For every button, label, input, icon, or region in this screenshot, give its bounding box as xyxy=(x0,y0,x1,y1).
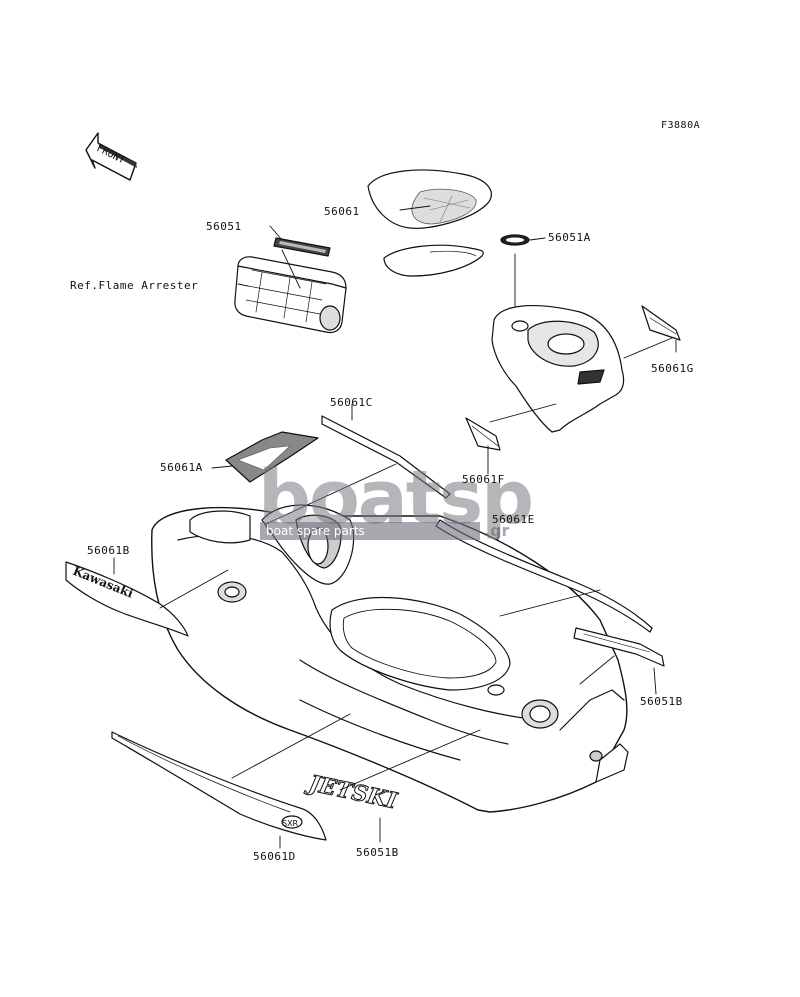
badge-56051A-part xyxy=(500,234,530,246)
diagram-reference-code: F3880A xyxy=(661,120,701,131)
watermark-sub-text: boat spare parts xyxy=(260,522,480,540)
part-label-56061C: 56061C xyxy=(330,396,373,409)
part-label-56051B-bottom: 56051B xyxy=(356,846,399,859)
hood-cover-part xyxy=(491,305,625,433)
front-arrow-icon: FRONT xyxy=(85,132,137,181)
leader-lines xyxy=(113,205,677,849)
seat-cover-part xyxy=(367,169,492,229)
part-label-56061G: 56061G xyxy=(651,362,694,375)
decal-56061A-part xyxy=(225,431,319,483)
part-label-56061B: 56061B xyxy=(87,544,130,557)
watermark-suffix-text: .gr xyxy=(484,521,510,540)
decal-56061D-part: SXR xyxy=(111,731,327,841)
decal-56061C-part xyxy=(321,415,451,499)
watermark-logo: boatsp boat spare parts .gr xyxy=(258,455,538,550)
part-label-56061A: 56061A xyxy=(160,461,203,474)
part-label-56061: 56061 xyxy=(324,205,360,218)
decal-56061G-part xyxy=(641,305,681,341)
flame-arrester-part xyxy=(234,256,347,334)
part-label-56061D: 56061D xyxy=(253,850,296,863)
decal-56061F-part xyxy=(465,417,501,451)
seat-pad-part xyxy=(383,244,484,277)
model-decal-text: SXR xyxy=(282,819,299,828)
hull-body-part xyxy=(151,504,629,813)
decal-56051-part xyxy=(273,237,331,257)
part-label-56051: 56051 xyxy=(206,220,242,233)
part-label-56061E: 56061E xyxy=(492,513,535,526)
part-label-56051A: 56051A xyxy=(548,231,591,244)
decal-56061E-part xyxy=(435,519,653,633)
decal-56051B-bottom-part: JETSKI xyxy=(302,769,400,815)
part-label-ref-flame-arrester: Ref.Flame Arrester xyxy=(70,279,199,292)
part-label-56061F: 56061F xyxy=(462,473,505,486)
jetski-decal-text: JETSKI xyxy=(303,770,400,815)
part-label-56051B-right: 56051B xyxy=(640,695,683,708)
